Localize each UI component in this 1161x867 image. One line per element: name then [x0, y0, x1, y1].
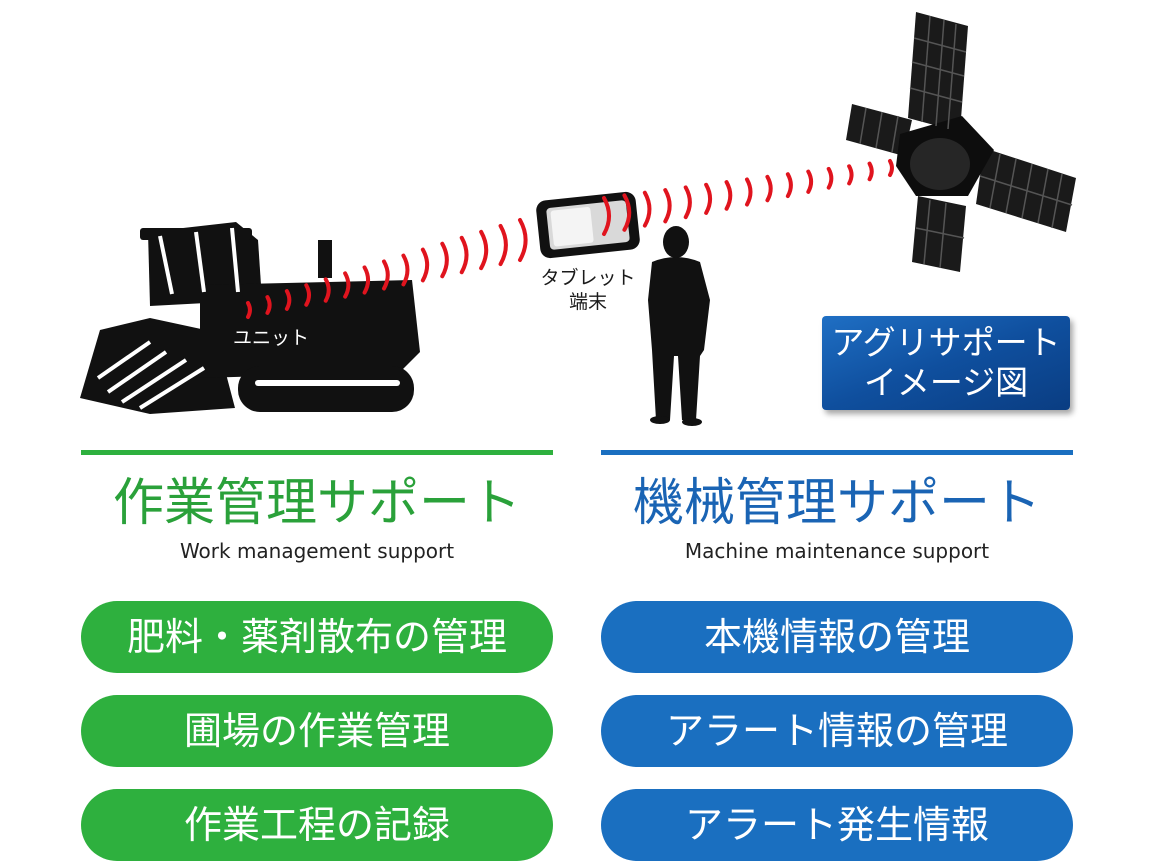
signal-wave-icon	[246, 218, 528, 319]
left-column-divider	[81, 450, 553, 455]
badge-line1: アグリサポート	[831, 323, 1061, 362]
signal-arc	[745, 177, 753, 207]
machine-item-alert-management: アラート情報の管理	[601, 695, 1073, 767]
signal-arc	[683, 185, 692, 220]
machine-management-title: 機械管理サポート	[632, 474, 1041, 533]
machine-item-unit-info: 本機情報の管理	[601, 601, 1073, 673]
signal-arc	[724, 180, 733, 211]
signal-arc	[401, 253, 410, 287]
signal-arc	[246, 301, 252, 319]
signal-arc	[498, 223, 508, 267]
right-column-divider	[601, 450, 1073, 455]
signal-arc	[847, 164, 854, 186]
signal-arc	[304, 283, 312, 307]
signal-arc	[284, 289, 292, 311]
unit-label: ユニット	[232, 327, 309, 349]
harvester-reel-detail	[96, 227, 240, 410]
signal-arc	[362, 265, 371, 295]
tablet-icon	[536, 191, 640, 259]
signal-arc	[343, 271, 351, 299]
badge-line2: イメージ図	[863, 363, 1029, 402]
signal-arc	[785, 172, 793, 199]
signal-arc	[602, 196, 612, 236]
work-item-process-record: 作業工程の記録	[81, 789, 553, 861]
signal-arc	[642, 190, 652, 228]
signal-arc	[826, 166, 834, 190]
work-management-title: 作業管理サポート	[112, 474, 521, 533]
person-silhouette-icon	[648, 226, 710, 426]
work-management-subtitle: Work management support	[179, 539, 455, 563]
signal-arc	[663, 188, 672, 224]
harvester-track-detail	[255, 380, 400, 386]
work-item-fertilizer-spraying: 肥料・薬剤散布の管理	[81, 601, 553, 673]
signal-arc	[806, 169, 814, 194]
signal-arc	[888, 159, 894, 177]
signal-arc	[459, 235, 469, 275]
signal-arc	[704, 182, 713, 215]
tablet-label: タブレット 端末	[528, 266, 648, 314]
signal-arc	[265, 295, 272, 315]
signal-arc	[765, 174, 773, 203]
signal-arc	[323, 277, 331, 303]
agri-support-image-badge: アグリサポート イメージ図	[822, 316, 1070, 410]
signal-arc	[622, 193, 632, 232]
signal-arc	[867, 161, 874, 182]
satellite-panel-grid	[859, 15, 1073, 269]
machine-item-alert-occurrence: アラート発生情報	[601, 789, 1073, 861]
signal-arc	[420, 247, 430, 283]
communication-illustration	[80, 12, 1076, 426]
tablet-label-line2: 端末	[568, 291, 607, 313]
signal-arc	[518, 218, 528, 262]
machine-management-subtitle: Machine maintenance support	[684, 539, 990, 563]
signal-wave-icon	[602, 159, 894, 236]
signal-arc	[440, 241, 449, 279]
work-item-field-management: 圃場の作業管理	[81, 695, 553, 767]
signal-arc	[382, 259, 390, 291]
combine-harvester-icon	[80, 222, 420, 414]
tablet-label-line1: タブレット	[540, 267, 636, 289]
signal-arc	[479, 229, 489, 271]
